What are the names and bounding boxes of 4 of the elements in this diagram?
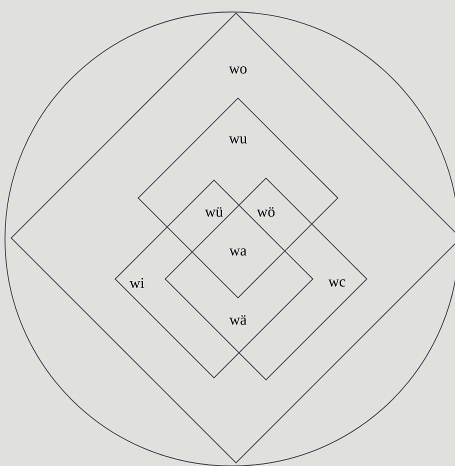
region-label: wa	[229, 248, 246, 256]
region-label: wö	[256, 207, 275, 217]
region-label: wü	[204, 207, 223, 217]
region-label: wä	[229, 315, 246, 325]
